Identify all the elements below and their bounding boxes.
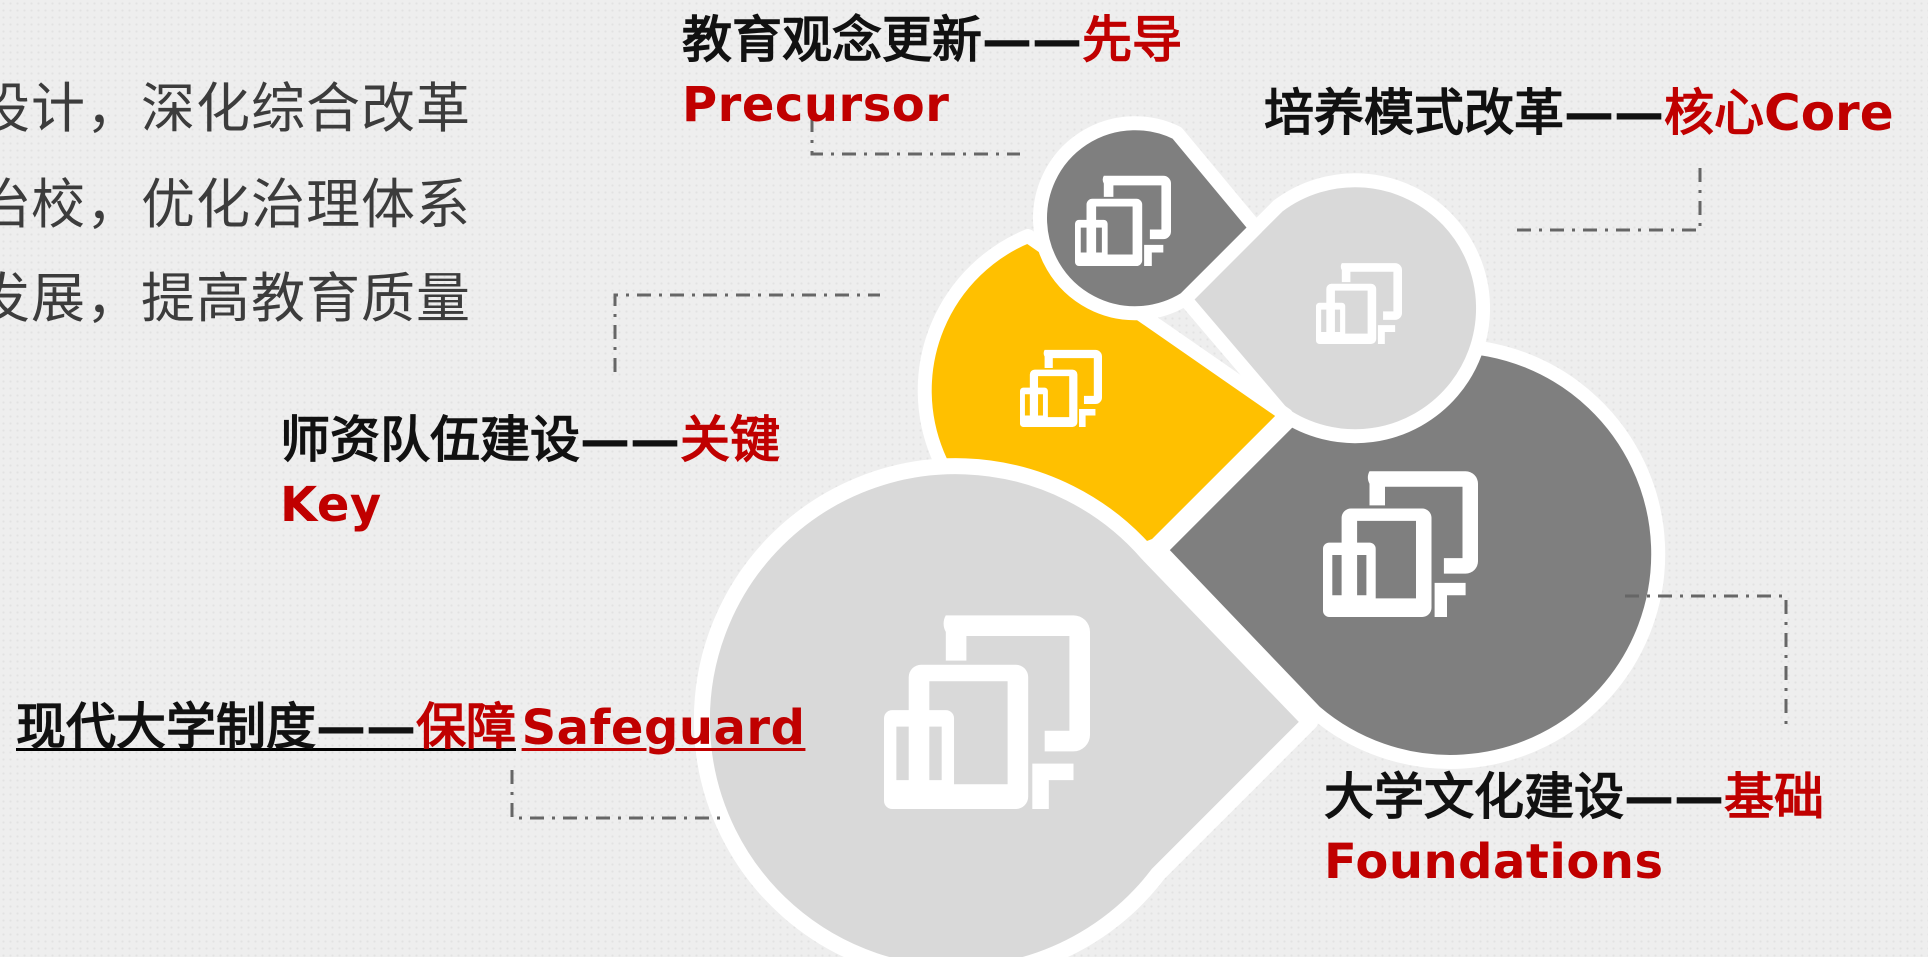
label-foundations: 大学文化建设——基础 Foundations [1324, 772, 1824, 886]
leader-precursor [810, 118, 1020, 156]
label-precursor-dash: —— [982, 11, 1082, 69]
label-precursor-cn: 教育观念更新 [682, 11, 982, 69]
label-key-cn: 师资队伍建设 [280, 411, 580, 469]
label-precursor: 教育观念更新——先导 Precursor [682, 15, 1182, 129]
label-foundations-en: Foundations [1324, 834, 1664, 890]
label-core-dash: —— [1564, 84, 1664, 142]
label-precursor-cn-red: 先导 [1082, 11, 1182, 69]
petal-light-large-main [693, 458, 1318, 957]
label-safeguard: 现代大学制度——保障 Safeguard [16, 688, 805, 752]
label-safeguard-en: Safeguard [521, 700, 806, 756]
left-text-line-3: 发展，提高教育质量 [0, 267, 471, 330]
label-safeguard-cn-red: 保障 [416, 698, 516, 756]
label-key-cn-red: 关键 [680, 411, 780, 469]
leader-foundations [1625, 594, 1788, 730]
label-core: 培养模式改革——核心Core [1264, 88, 1894, 138]
label-precursor-en: Precursor [682, 77, 950, 133]
label-key: 师资队伍建设——关键 Key [280, 415, 780, 529]
label-core-en: Core [1764, 84, 1894, 142]
label-key-dash: —— [580, 411, 680, 469]
label-core-cn: 培养模式改革 [1264, 84, 1564, 142]
label-core-cn-red: 核心 [1664, 84, 1764, 142]
label-foundations-cn-red: 基础 [1724, 768, 1824, 826]
label-foundations-cn: 大学文化建设 [1324, 768, 1624, 826]
label-key-en: Key [280, 477, 382, 533]
label-safeguard-dash: —— [316, 698, 416, 756]
label-foundations-dash: —— [1624, 768, 1724, 826]
label-safeguard-cn: 现代大学制度 [16, 698, 316, 756]
left-text-line-2: 治校，优化治理体系 [0, 173, 471, 236]
left-text-line-1: 设计，深化综合改革 [0, 77, 471, 140]
leader-key [613, 293, 880, 372]
leader-safeguard [510, 770, 720, 820]
leader-core [1510, 168, 1702, 232]
